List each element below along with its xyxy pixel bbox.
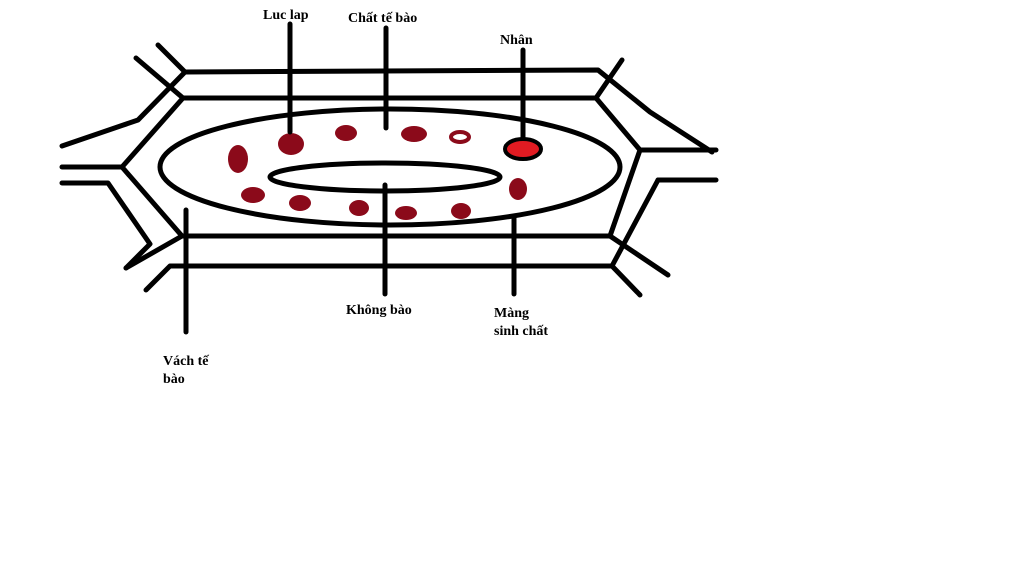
label-luc-lap: Luc lap bbox=[263, 8, 309, 23]
cell-wall-inner-left-bottom bbox=[126, 236, 182, 268]
label-vach-line1: Vách tế bbox=[163, 354, 209, 369]
cell-wall-inner-right bbox=[122, 98, 640, 236]
chloroplast bbox=[349, 200, 369, 216]
label-chat-te-bao: Chất tế bào bbox=[348, 11, 417, 26]
label-mang-line1: Màng bbox=[494, 306, 529, 321]
cell-wall-outer-right bbox=[612, 180, 712, 295]
chloroplast bbox=[228, 145, 248, 173]
label-nhan: Nhân bbox=[500, 33, 533, 48]
cell-wall-outer-left bbox=[158, 45, 185, 72]
nucleus bbox=[505, 139, 541, 159]
chloroplast bbox=[241, 187, 265, 203]
chloroplast bbox=[289, 195, 311, 211]
cell-wall-inner bbox=[183, 60, 622, 98]
chloroplast bbox=[395, 206, 417, 220]
cell-membrane bbox=[160, 109, 620, 225]
chloroplast bbox=[401, 126, 427, 142]
label-khong-bao: Không bào bbox=[346, 303, 412, 318]
label-vach-line2: bào bbox=[163, 372, 185, 387]
chloroplast bbox=[509, 178, 527, 200]
cell-wall-outer-left-mid bbox=[62, 183, 150, 268]
label-mang-line2: sinh chất bbox=[494, 324, 548, 339]
cell-wall-outer-bottom bbox=[146, 266, 612, 290]
chloroplast-hollow bbox=[451, 132, 469, 142]
chloroplast bbox=[451, 203, 471, 219]
chloroplast bbox=[278, 133, 304, 155]
chloroplast bbox=[335, 125, 357, 141]
